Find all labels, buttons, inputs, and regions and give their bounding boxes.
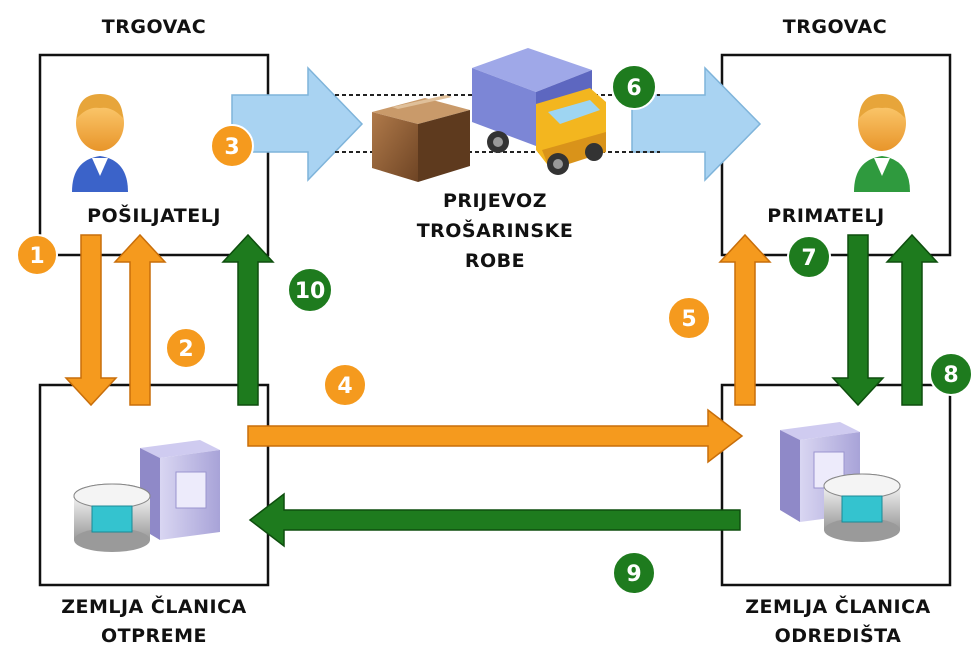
- transport-label-line1: PRIJEVOZ: [443, 190, 547, 212]
- transport-label-line2: TROŠARINSKE: [417, 218, 574, 242]
- member-dispatch-label-line2: OTPREME: [101, 625, 207, 647]
- step-number-9: 9: [626, 562, 641, 587]
- step-number-6: 6: [626, 76, 641, 101]
- arrow-step-4: [247, 408, 744, 464]
- person-orange-icon: [72, 94, 128, 192]
- arrow-step-5: [718, 233, 772, 406]
- arrow-step-10: [221, 233, 275, 406]
- step-badge-8: 8: [929, 352, 973, 396]
- step-badge-10: 10: [287, 267, 333, 313]
- step-badge-3: 3: [210, 124, 254, 168]
- member-dest-box: [720, 383, 952, 587]
- step-badge-5: 5: [667, 296, 711, 340]
- person-green-icon: [854, 94, 910, 192]
- step-badge-4: 4: [323, 363, 367, 407]
- database-server-icon-right: [780, 422, 901, 542]
- arrow-step-1: [64, 234, 118, 407]
- arrow-step-8: [885, 233, 939, 406]
- step-number-3: 3: [224, 135, 239, 160]
- step-number-7: 7: [801, 246, 816, 271]
- member-dispatch-label-line1: ZEMLJA ČLANICA: [61, 594, 247, 618]
- transport-label-line3: ROBE: [465, 250, 525, 272]
- receiver-label: PRIMATELJ: [767, 205, 884, 227]
- sender-label: POŠILJATELJ: [87, 203, 221, 227]
- step-badge-6: 6: [611, 64, 657, 110]
- step-number-5: 5: [681, 307, 696, 332]
- step-number-4: 4: [337, 374, 352, 399]
- transport-arrow-left: [231, 66, 364, 182]
- member-dest-label-line1: ZEMLJA ČLANICA: [745, 594, 931, 618]
- package-box-icon: [372, 95, 470, 182]
- member-dispatch-box: [38, 383, 270, 587]
- arrow-step-9: [248, 492, 741, 548]
- step-number-8: 8: [943, 363, 958, 388]
- database-server-icon-left: [73, 440, 220, 552]
- step-number-1: 1: [29, 244, 44, 269]
- trader-right-label: TRGOVAC: [783, 16, 887, 38]
- step-badge-2: 2: [165, 327, 207, 369]
- member-dest-label-line2: ODREDIŠTA: [775, 623, 902, 647]
- trader-left-label: TRGOVAC: [102, 16, 206, 38]
- step-badge-1: 1: [16, 234, 58, 276]
- step-badge-9: 9: [612, 551, 656, 595]
- arrow-step-2: [113, 233, 167, 406]
- step-badge-7: 7: [787, 235, 831, 279]
- arrow-step-7: [831, 234, 885, 407]
- step-number-2: 2: [178, 337, 193, 362]
- truck-icon: [472, 48, 606, 175]
- step-number-10: 10: [295, 279, 326, 304]
